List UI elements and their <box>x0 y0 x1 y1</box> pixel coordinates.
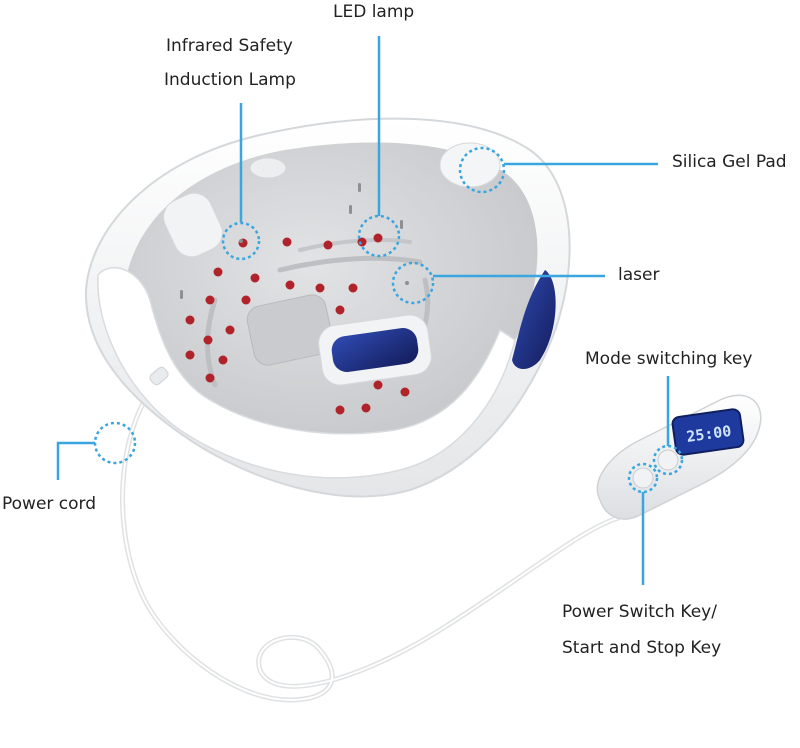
label-power-switch-line2: Start and Stop Key <box>562 638 722 658</box>
power-switch-key <box>632 467 654 489</box>
silica-gel-pad <box>439 142 501 188</box>
label-led-lamp: LED lamp <box>333 2 415 22</box>
label-infrared-line2: Induction Lamp <box>164 70 296 90</box>
helmet-interior <box>124 142 538 448</box>
label-laser: laser <box>618 265 660 285</box>
remote-controller: 25:00 <box>596 394 762 520</box>
infrared-module <box>163 192 223 258</box>
label-power-cord: Power cord <box>2 494 97 514</box>
callouts <box>56 36 684 585</box>
timer-display <box>671 408 745 456</box>
center-pad <box>246 294 334 366</box>
label-power-switch-line1: Power Switch Key/ <box>562 602 717 622</box>
label-silica-gel-pad: Silica Gel Pad <box>672 152 787 172</box>
label-infrared-line1: Infrared Safety <box>166 36 293 56</box>
label-mode-switching-key: Mode switching key <box>585 349 753 369</box>
side-panel <box>512 270 556 369</box>
mode-switching-key <box>657 449 679 471</box>
